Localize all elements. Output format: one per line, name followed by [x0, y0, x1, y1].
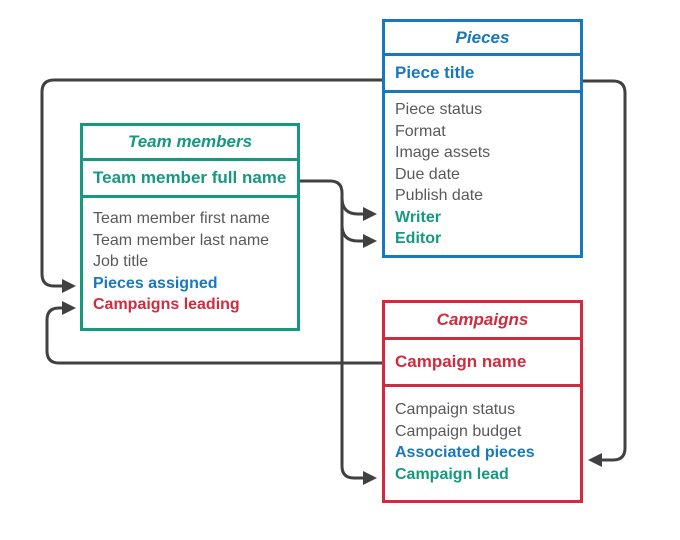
connector-campaign-name-to-campaigns-leading — [45, 301, 382, 365]
field-row: Job title — [93, 253, 149, 270]
field-row: Pieces assigned — [93, 274, 218, 292]
connector-full-name-to-editor — [340, 224, 377, 248]
field-row: Piece status — [395, 101, 483, 118]
campaigns-table: Campaigns Campaign name Campaign status … — [382, 300, 583, 503]
connector-full-name-to-campaign-lead — [300, 179, 377, 485]
team-members-table-title: Team members — [83, 126, 297, 161]
campaigns-field-list: Campaign status Campaign budget Associat… — [385, 387, 580, 500]
field-row: Writer — [395, 208, 441, 226]
field-row: Campaign budget — [395, 422, 522, 440]
field-row: Campaign lead — [395, 465, 509, 483]
team-members-table: Team members Team member full name Team … — [80, 123, 300, 331]
connector-full-name-to-writer — [340, 197, 377, 221]
field-row: Campaigns leading — [93, 296, 240, 313]
field-row: Team member first name — [93, 210, 270, 227]
pieces-key-field: Piece title — [385, 56, 580, 93]
field-row: Campaign status — [395, 401, 516, 418]
field-row: Format — [395, 122, 446, 140]
campaigns-key-field: Campaign name — [385, 340, 580, 387]
field-row: Image assets — [395, 144, 491, 161]
campaigns-table-title: Campaigns — [385, 303, 580, 340]
team-members-field-list: Team member first name Team member last … — [83, 198, 297, 328]
field-row: Due date — [395, 165, 460, 183]
pieces-table-title: Pieces — [385, 22, 580, 56]
pieces-field-list: Piece status Format Image assets Due dat… — [385, 93, 580, 255]
team-members-key-field: Team member full name — [83, 161, 297, 198]
connector-piece-title-to-pieces-assigned — [40, 78, 382, 293]
pieces-table: Pieces Piece title Piece status Format I… — [382, 19, 583, 258]
connector-piece-title-to-associated-pieces — [583, 79, 627, 467]
field-row: Associated pieces — [395, 444, 535, 461]
field-row: Team member last name — [93, 231, 270, 249]
field-row: Editor — [395, 230, 442, 247]
field-row: Publish date — [395, 187, 484, 204]
